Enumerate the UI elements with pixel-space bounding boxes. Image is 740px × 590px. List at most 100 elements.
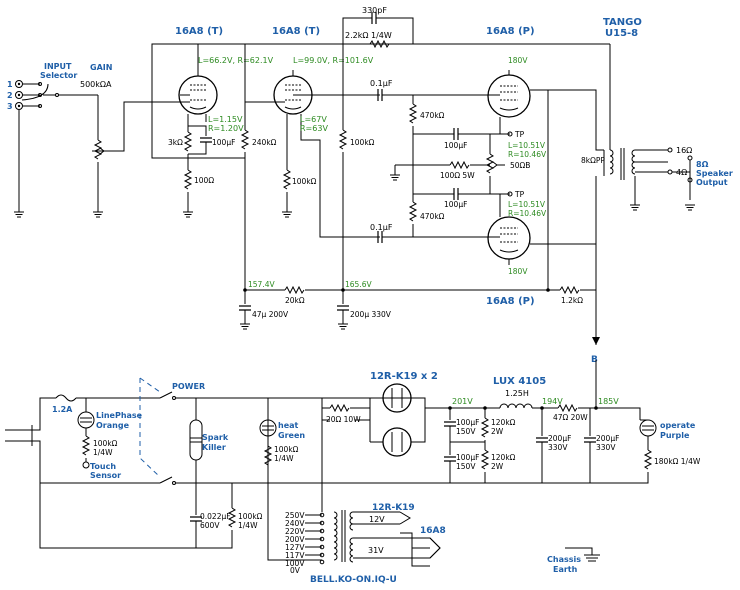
c-150-a: 150V	[456, 427, 476, 436]
tp2-r: R=10.46V	[508, 209, 547, 218]
tap-127: 127V	[285, 543, 305, 552]
b-plus-rail	[238, 286, 596, 330]
power-switch[interactable]	[40, 377, 640, 485]
c-150-b: 150V	[456, 462, 476, 471]
c-022-v: 600V	[200, 521, 220, 530]
c-coupling-bottom: 0.1µF	[370, 223, 393, 232]
r-470k-top: 470kΩ	[420, 111, 445, 120]
tp1-r: R=10.46V	[508, 150, 547, 159]
c-022: 0.022µF	[200, 512, 231, 521]
v-157: 157.4V	[248, 280, 275, 289]
tap-0: 0V	[290, 566, 301, 575]
tap-200: 200V	[285, 535, 305, 544]
chassis-label-a: Chassis	[547, 555, 581, 564]
speaker-label-a: Speaker	[696, 169, 733, 178]
linephase-neon-icon	[77, 398, 95, 469]
input-num-3: 3	[7, 102, 13, 111]
heat-label-a: heat	[278, 421, 299, 430]
operate-neon-icon	[639, 419, 657, 484]
chassis-earth-icon	[565, 547, 600, 562]
c-100u-v1: 100µF	[212, 138, 235, 147]
output-transformer	[548, 44, 696, 345]
ac-plug-icon	[5, 397, 56, 483]
c-100u-150-b: 100µF	[456, 453, 479, 462]
v1-cathode-r: R=1.20V	[208, 124, 244, 133]
feedback-network	[342, 11, 414, 48]
input-jacks[interactable]	[13, 80, 98, 218]
r-100k-linephase: 100kΩ	[93, 439, 118, 448]
input-num-2: 2	[7, 91, 13, 100]
r-240k-symbol	[241, 44, 249, 290]
amplifier-section: 16A8 (T) 16A8 (T) 16A8 (P) 16A8 (P) TANG…	[7, 6, 733, 365]
tap-117: 117V	[285, 551, 305, 560]
heater-31v: 31V	[368, 546, 384, 555]
tap-220: 220V	[285, 527, 305, 536]
v2-plate-network	[293, 44, 380, 290]
c-100u-tp1: 100µF	[444, 141, 467, 150]
v1-cathode-l: L=1.15V	[208, 115, 243, 124]
rect-top-label: 12R-K19 x 2	[370, 371, 438, 382]
tp2-l: L=10.51V	[508, 200, 546, 209]
input-num-1: 1	[7, 80, 13, 89]
r-240k: 240kΩ	[252, 138, 277, 147]
x-cap-network	[39, 483, 236, 549]
r-100-5w: 100Ω 5W	[440, 171, 475, 180]
v-180-top: 180V	[508, 56, 528, 65]
power-supply-section: 1.2A LinePhase Orange 100kΩ 1/4W Touch S…	[5, 360, 701, 585]
operate-label-b: Purple	[660, 431, 690, 440]
c-coupling-top: 0.1µF	[370, 79, 393, 88]
output-16ohm: 16Ω	[676, 146, 692, 155]
fuse-icon	[55, 394, 160, 402]
heat-label-b: Green	[278, 431, 305, 440]
transformer-model: U15-8	[605, 28, 638, 39]
bias-network	[389, 95, 513, 237]
r-3k: 3kΩ	[168, 138, 183, 147]
r-20-10w-symbol	[322, 404, 370, 421]
r-47-20w: 47Ω 20W	[553, 413, 588, 422]
v2-cathode-network	[281, 114, 293, 218]
r-100k-v2-plate: 100kΩ	[350, 138, 375, 147]
w-linephase: 1/4W	[93, 448, 113, 457]
touch-label-b: Sensor	[90, 471, 121, 480]
v-180-bottom: 180V	[508, 267, 528, 276]
speaker-label-b: Output	[696, 178, 728, 187]
r-470k-bottom: 470kΩ	[420, 212, 445, 221]
tube-power-bottom-label: 16A8 (P)	[486, 296, 535, 307]
filter-network	[425, 360, 641, 483]
r-120k-a: 120kΩ	[491, 418, 516, 427]
test-point-1[interactable]: TP	[514, 130, 525, 139]
c-200u-amp: 200µ 330V	[350, 310, 392, 319]
w-heat: 1/4W	[274, 454, 294, 463]
c-200u-c: 200µF	[596, 434, 619, 443]
c-200u-c-v: 330V	[596, 443, 616, 452]
c-100u-tp2: 100µF	[444, 200, 467, 209]
input-title: INPUT	[44, 62, 72, 71]
pp-impedance: 8kΩPP	[581, 156, 605, 165]
tube-power-top-label: 16A8 (P)	[486, 26, 535, 37]
v-194: 194V	[542, 397, 563, 406]
fuse-rating: 1.2A	[52, 405, 73, 414]
r-100k-v2-cathode: 100kΩ	[292, 177, 317, 186]
tp1-l: L=10.51V	[508, 141, 546, 150]
v-201: 201V	[452, 397, 473, 406]
r-100k-heat: 100kΩ	[274, 445, 299, 454]
v2-cathode-l: L=67V	[300, 115, 327, 124]
touch-label-a: Touch	[90, 462, 116, 471]
coupling-caps	[377, 88, 480, 244]
heater-12v: 12V	[369, 515, 385, 524]
r-50b: 50ΩB	[510, 161, 530, 170]
rect-bottom-label: 12R-K19	[372, 503, 415, 513]
r-120k-b: 120kΩ	[491, 453, 516, 462]
rectifier-tubes	[355, 383, 426, 457]
r-2k2: 2.2kΩ 1/4W	[345, 31, 392, 40]
c-47u: 47µ 200V	[252, 310, 289, 319]
output-4ohm: 4Ω	[676, 168, 687, 177]
r-120k-b-w: 2W	[491, 462, 504, 471]
gain-pot-value: 500kΩA	[80, 80, 112, 89]
transformer-name: TANGO	[603, 17, 642, 28]
test-point-2[interactable]: TP	[514, 190, 525, 199]
gain-pot[interactable]	[92, 95, 190, 218]
spark-killer-icon	[189, 398, 203, 483]
v-165: 165.6V	[345, 280, 372, 289]
